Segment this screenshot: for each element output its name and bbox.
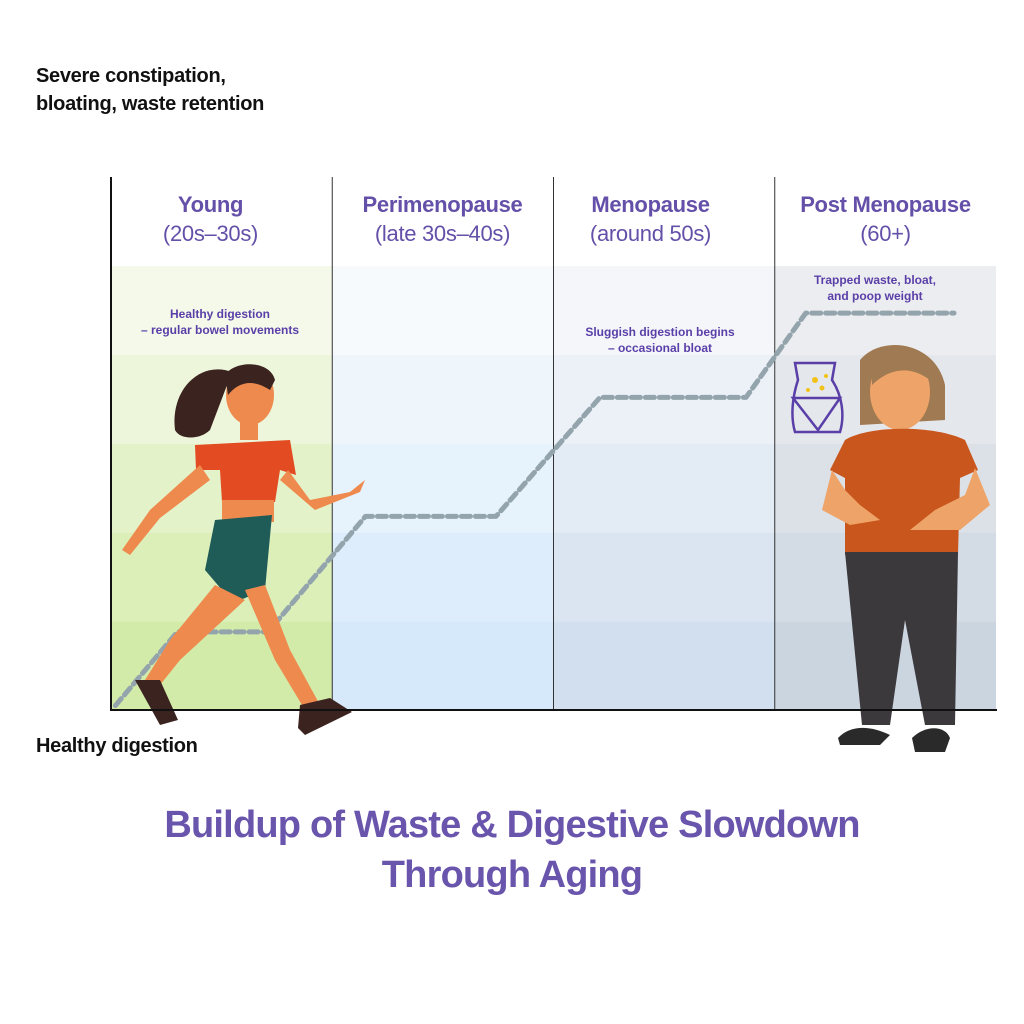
annotation-line: Trapped waste, bloat, — [813, 273, 937, 287]
band-1-4 — [332, 266, 554, 355]
stage-name: Young — [177, 192, 244, 217]
annotation-menopause: Sluggish digestion begins – occasional b… — [565, 324, 755, 356]
chart-title-line-1: Buildup of Waste & Digestive Slowdown — [164, 804, 860, 846]
band-1-1 — [332, 532, 554, 622]
stage-range: (late 30s–40s) — [374, 221, 511, 246]
annotation-line: Healthy digestion — [169, 307, 270, 321]
band-2-1 — [553, 532, 775, 622]
band-0-4 — [111, 266, 333, 355]
band-1-3 — [332, 354, 554, 444]
stage-header-menopause: Menopause (around 50s) — [540, 190, 761, 248]
annotation-line: Sluggish digestion begins — [585, 325, 735, 339]
annotation-post-menopause: Trapped waste, bloat, and poop weight — [790, 272, 960, 304]
y-label-top-line-1: Severe constipation, — [36, 65, 226, 87]
stage-header-young: Young (20s–30s) — [100, 190, 321, 248]
stage-name: Perimenopause — [362, 192, 523, 217]
band-2-4 — [553, 266, 775, 355]
annotation-young: Healthy digestion – regular bowel moveme… — [120, 306, 320, 338]
stage-header-perimenopause: Perimenopause (late 30s–40s) — [332, 190, 553, 248]
bloated-belly-icon — [790, 361, 844, 434]
annotation-line: – occasional bloat — [607, 341, 713, 355]
y-label-bottom: Healthy digestion — [36, 735, 198, 757]
annotation-line: – regular bowel movements — [140, 323, 300, 337]
y-label-top: Severe constipation, bloating, waste ret… — [36, 62, 264, 118]
band-3-4 — [774, 266, 996, 355]
chart-title: Buildup of Waste & Digestive Slowdown Th… — [0, 800, 1024, 900]
stage-name: Menopause — [591, 192, 710, 217]
annotation-line: and poop weight — [827, 289, 923, 303]
young-woman-illustration — [122, 364, 365, 735]
y-label-top-line-2: bloating, waste retention — [36, 93, 265, 115]
older-woman-illustration — [822, 345, 990, 752]
stage-header-post-menopause: Post Menopause (60+) — [775, 190, 996, 248]
band-2-0 — [553, 621, 775, 710]
band-2-2 — [553, 443, 775, 533]
stage-range: (around 50s) — [589, 221, 712, 246]
band-1-0 — [332, 621, 554, 710]
stage-range: (20s–30s) — [162, 221, 259, 246]
stage-name: Post Menopause — [800, 192, 971, 217]
chart-title-line-2: Through Aging — [381, 854, 643, 896]
stage-range: (60+) — [860, 221, 911, 246]
